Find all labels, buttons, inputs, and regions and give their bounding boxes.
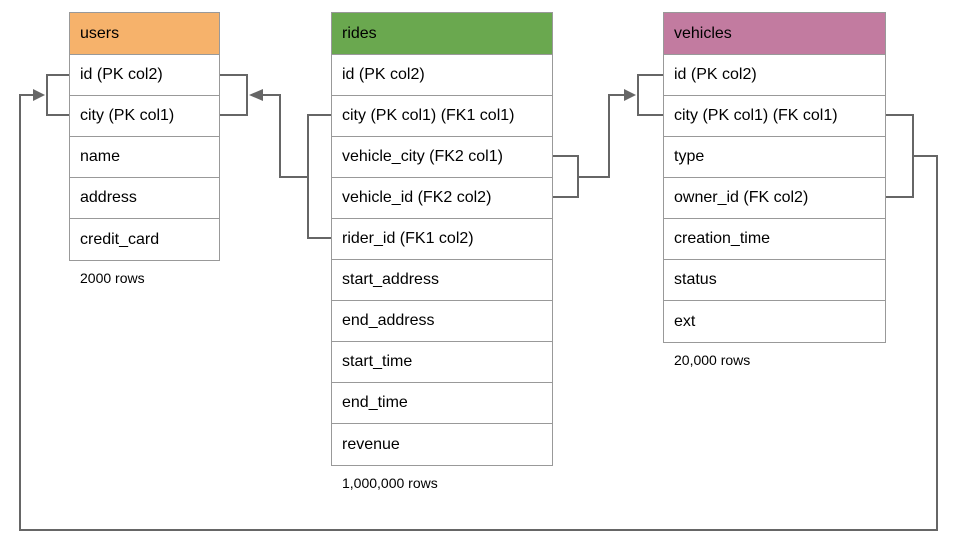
column-label: name [80, 148, 121, 165]
users-left-bracket [46, 74, 69, 116]
table-users-header: users [70, 13, 219, 55]
users-right-bracket [220, 74, 248, 116]
table-rides-box: rides id (PK col2) city (PK col1) (FK1 c… [331, 12, 553, 466]
vehicles-left-bracket [637, 74, 663, 116]
table-users-title: users [80, 24, 120, 42]
users-row-count: 2000 rows [80, 270, 145, 286]
column-label: city (PK col1) [80, 107, 175, 124]
table-row: end_time [332, 383, 552, 424]
column-label: status [674, 271, 717, 288]
relationship-rides-vehicles-line [553, 74, 663, 198]
column-label: city (PK col1) (FK1 col1) [342, 107, 515, 124]
table-row: vehicle_id (FK2 col2) [332, 178, 552, 219]
rides-right-bracket [553, 155, 579, 198]
column-label: city (PK col1) (FK col1) [674, 107, 838, 124]
column-label: rider_id (FK1 col2) [342, 230, 474, 247]
table-row: revenue [332, 424, 552, 465]
table-row: end_address [332, 301, 552, 342]
relationship-vehicles-users-line [19, 74, 938, 531]
arrow-head-icon [249, 89, 263, 101]
table-row: id (PK col2) [332, 55, 552, 96]
table-row: creation_time [664, 219, 885, 260]
table-row: vehicle_city (FK2 col1) [332, 137, 552, 178]
table-row: city (PK col1) [70, 96, 219, 137]
column-label: vehicle_city (FK2 col1) [342, 148, 503, 165]
table-row: city (PK col1) (FK1 col1) [332, 96, 552, 137]
vehicles-right-bracket [886, 114, 914, 198]
table-row: type [664, 137, 885, 178]
table-row: start_time [332, 342, 552, 383]
table-row: ext [664, 301, 885, 342]
table-users-box: users id (PK col2) city (PK col1) name a… [69, 12, 220, 261]
column-label: end_time [342, 394, 408, 411]
table-row: owner_id (FK col2) [664, 178, 885, 219]
table-users: users id (PK col2) city (PK col1) name a… [69, 12, 220, 286]
rides-row-count: 1,000,000 rows [342, 475, 438, 491]
table-row: name [70, 137, 219, 178]
table-row: credit_card [70, 219, 219, 260]
wraparound-line [19, 94, 938, 531]
column-label: end_address [342, 312, 435, 329]
table-vehicles-title: vehicles [674, 24, 732, 42]
table-vehicles-box: vehicles id (PK col2) city (PK col1) (FK… [663, 12, 886, 343]
table-row: city (PK col1) (FK col1) [664, 96, 885, 137]
arrow-head-icon [624, 89, 636, 101]
table-row: id (PK col2) [664, 55, 885, 96]
column-label: type [674, 148, 705, 165]
table-rides: rides id (PK col2) city (PK col1) (FK1 c… [331, 12, 553, 491]
arrow-head-icon [33, 89, 45, 101]
rides-left-bracket [307, 114, 331, 239]
table-row: address [70, 178, 219, 219]
table-vehicles-header: vehicles [664, 13, 885, 55]
table-row: status [664, 260, 885, 301]
column-label: revenue [342, 435, 400, 453]
column-label: vehicle_id (FK2 col2) [342, 189, 492, 206]
table-row: id (PK col2) [70, 55, 219, 96]
table-rides-header: rides [332, 13, 552, 55]
vehicles-row-count: 20,000 rows [674, 352, 751, 368]
column-label: start_address [342, 271, 439, 288]
column-label: creation_time [674, 230, 771, 247]
column-label: owner_id (FK col2) [674, 189, 809, 206]
column-label: credit_card [80, 230, 160, 248]
relationship-rides-users-line [220, 74, 331, 239]
connector-line [262, 94, 308, 178]
column-label: id (PK col2) [674, 66, 757, 83]
connector-line [578, 94, 624, 178]
column-label: id (PK col2) [342, 66, 425, 83]
table-vehicles: vehicles id (PK col2) city (PK col1) (FK… [663, 12, 886, 368]
column-label: address [80, 189, 137, 206]
table-rides-title: rides [342, 24, 377, 42]
table-row: rider_id (FK1 col2) [332, 219, 552, 260]
column-label: start_time [342, 353, 413, 370]
column-label: id (PK col2) [80, 66, 163, 83]
column-label: ext [674, 312, 696, 330]
table-row: start_address [332, 260, 552, 301]
